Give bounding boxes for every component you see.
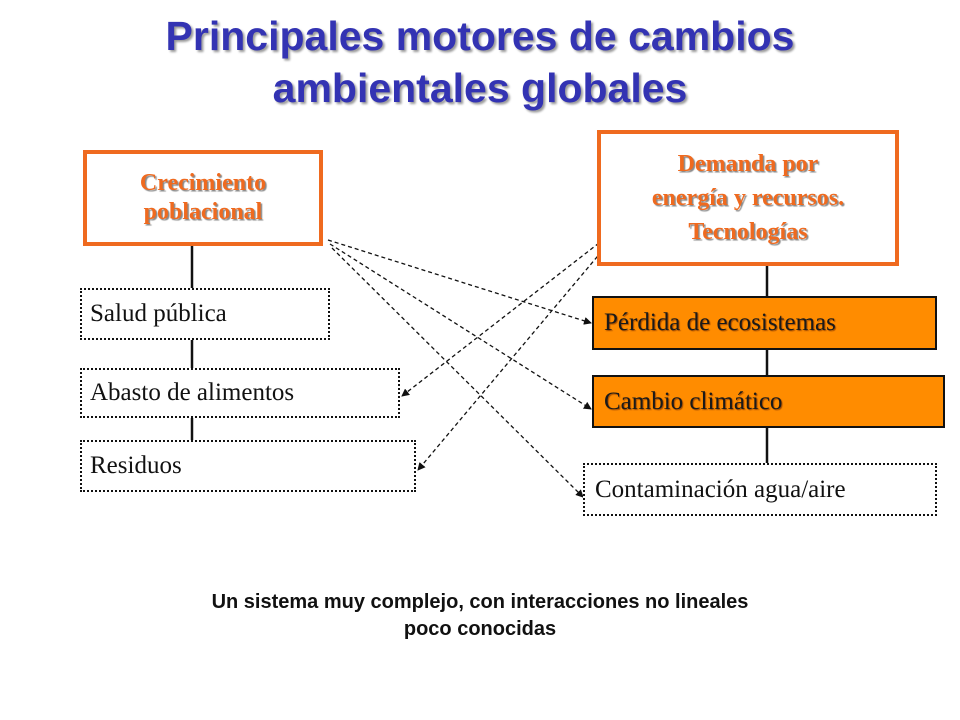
impact-cambio-climatico: Cambio climático bbox=[592, 375, 945, 428]
impact-salud-publica: Salud pública bbox=[80, 288, 330, 340]
arrow-demand-abasto bbox=[401, 242, 600, 397]
impact-abasto-alimentos: Abasto de alimentos bbox=[80, 368, 400, 418]
arrow-population-cambio bbox=[329, 243, 592, 410]
impact-contaminacion: Contaminación agua/aire bbox=[583, 463, 937, 516]
driver-demand-line-2: energía y recursos. bbox=[651, 185, 845, 211]
footnote-line-2: poco conocidas bbox=[403, 618, 557, 640]
impact-perdida-ecosistemas: Pérdida de ecosistemas bbox=[592, 296, 937, 350]
title-line-2: ambientales globales bbox=[272, 65, 688, 111]
arrow-demand-residuos bbox=[417, 250, 603, 471]
title-line-1: Principales motores de cambios bbox=[165, 13, 795, 59]
driver-demand-line-1: Demanda por bbox=[677, 151, 819, 177]
footnote: Un sistema muy complejo, con interaccion… bbox=[110, 589, 850, 643]
driver-population-line-1: Crecimiento bbox=[139, 170, 267, 196]
footnote-line-1: Un sistema muy complejo, con interaccion… bbox=[211, 591, 749, 613]
impact-residuos: Residuos bbox=[80, 440, 416, 492]
driver-demand-box: Demanda por energía y recursos. Tecnolog… bbox=[597, 130, 899, 266]
slide-title: Principales motores de cambios ambiental… bbox=[0, 10, 960, 114]
driver-demand-line-3: Tecnologías bbox=[688, 219, 808, 245]
driver-population-box: Crecimiento poblacional bbox=[83, 150, 323, 246]
arrow-population-perdida bbox=[327, 239, 592, 325]
arrow-population-contam bbox=[331, 247, 584, 498]
driver-population-line-2: poblacional bbox=[143, 199, 263, 225]
